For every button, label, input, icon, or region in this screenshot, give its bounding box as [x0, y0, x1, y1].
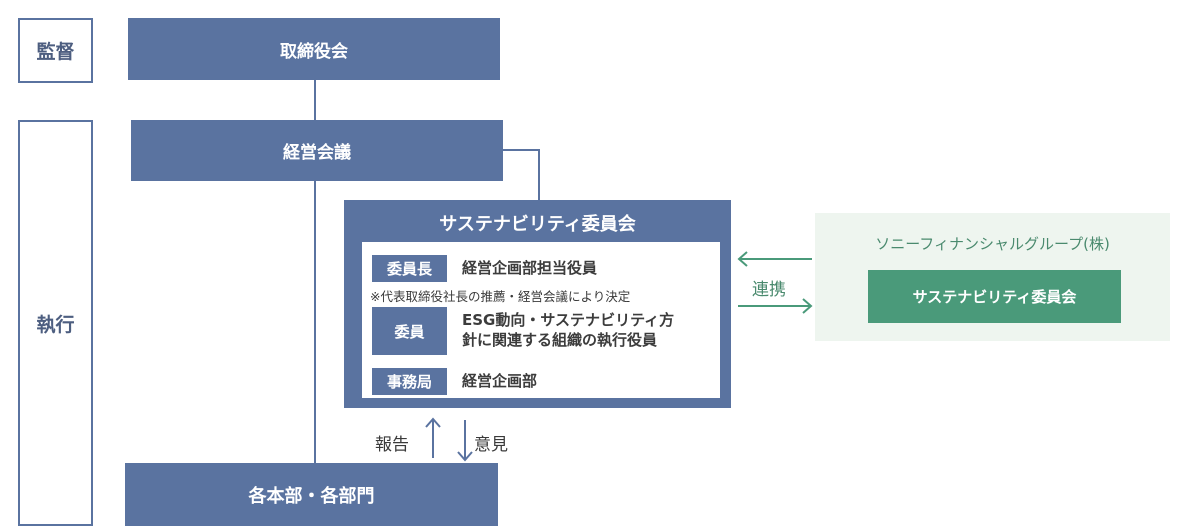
report-arrow-up-icon	[425, 417, 441, 458]
opinion-label: 意見	[474, 435, 508, 455]
supervision-label: 監督	[18, 18, 93, 83]
secretariat-value: 経営企画部	[462, 372, 538, 390]
member-value-line1: ESG動向・サステナビリティ方	[462, 311, 675, 329]
report-label: 報告	[375, 435, 409, 455]
departments-box: 各本部・各部門	[125, 463, 498, 526]
secretariat-label: 事務局	[372, 368, 447, 395]
member-value: ESG動向・サステナビリティ方針に関連する組織の執行役員	[462, 310, 674, 350]
parent-company-name: ソニーフィナンシャルグループ(株)	[875, 235, 1110, 253]
sustainability-committee-box: サステナビリティ委員会 委員長 経営企画部担当役員 ※代表取締役社長の推薦・経営…	[344, 200, 731, 408]
arrow-right-icon	[738, 298, 813, 314]
connector-line	[314, 80, 316, 120]
management-meeting-box: 経営会議	[131, 120, 503, 181]
committee-title: サステナビリティ委員会	[439, 214, 636, 235]
connector-line	[538, 149, 540, 201]
execution-label: 執行	[18, 120, 93, 526]
member-label: 委員	[372, 307, 447, 355]
committee-details: 委員長 経営企画部担当役員 ※代表取締役社長の推薦・経営会議により決定 委員 E…	[362, 242, 720, 398]
board-box: 取締役会	[128, 18, 500, 80]
member-value-line2: 針に関連する組織の執行役員	[462, 331, 658, 349]
chair-label: 委員長	[372, 255, 447, 282]
opinion-arrow-down-icon	[457, 420, 473, 462]
connector-line	[314, 181, 316, 464]
cooperation-label: 連携	[752, 280, 786, 300]
arrow-left-icon	[737, 251, 812, 267]
chair-note: ※代表取締役社長の推薦・経営会議により決定	[370, 289, 631, 304]
chair-value: 経営企画部担当役員	[462, 259, 598, 277]
connector-line	[503, 149, 540, 151]
parent-company-box: ソニーフィナンシャルグループ(株) サステナビリティ委員会	[815, 213, 1170, 341]
parent-sustainability-committee: サステナビリティ委員会	[868, 270, 1121, 323]
